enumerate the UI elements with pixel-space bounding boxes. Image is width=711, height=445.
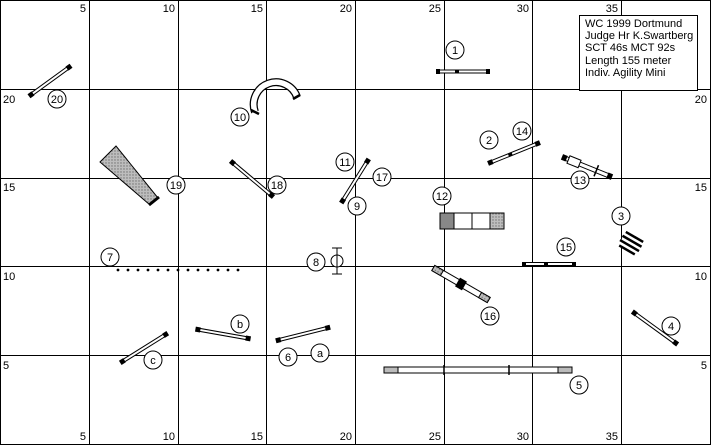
svg-text:7: 7 — [107, 252, 113, 264]
axis-top-label: 30 — [517, 3, 529, 15]
obstacle-b-jump — [194, 326, 252, 342]
marker-11: 11 — [335, 152, 355, 172]
obstacle-2-jump — [487, 140, 541, 166]
svg-text:9: 9 — [354, 201, 360, 213]
obstacle-13-jump — [560, 154, 614, 180]
obstacle-10-tunnel — [249, 78, 301, 116]
axis-right-label: 15 — [695, 182, 707, 194]
marker-c: c — [143, 350, 163, 370]
axis-labels: 5 10 15 20 25 30 35 5 10 15 20 25 30 35 … — [3, 3, 707, 443]
svg-text:15: 15 — [560, 242, 572, 254]
axis-top-label: 15 — [251, 3, 263, 15]
obstacle-c-jump — [118, 331, 170, 365]
axis-right-label: 10 — [695, 271, 707, 283]
info-length: Length 155 meter — [585, 54, 672, 67]
marker-9: 9 — [347, 196, 367, 216]
marker-a: a — [310, 343, 330, 363]
marker-15: 15 — [556, 237, 576, 257]
axis-top-label: 5 — [80, 3, 86, 15]
obstacle-15-jump — [522, 262, 576, 266]
obstacle-5-dogwalk — [383, 365, 573, 375]
marker-4: 4 — [661, 316, 681, 336]
marker-2: 2 — [479, 130, 499, 150]
svg-text:10: 10 — [234, 112, 246, 124]
obstacle-8-table — [330, 247, 344, 275]
obstacle-18-jump — [228, 159, 276, 199]
marker-14: 14 — [512, 121, 532, 141]
svg-text:11: 11 — [339, 157, 350, 169]
marker-13: 13 — [570, 170, 590, 190]
axis-top-label: 20 — [340, 3, 352, 15]
axis-bottom-label: 30 — [517, 431, 529, 443]
svg-text:13: 13 — [574, 175, 586, 187]
marker-19: 19 — [166, 175, 186, 195]
svg-text:2: 2 — [486, 135, 492, 147]
svg-text:16: 16 — [484, 311, 496, 323]
svg-text:b: b — [237, 319, 243, 331]
marker-16: 16 — [480, 306, 500, 326]
marker-7: 7 — [100, 247, 120, 267]
obstacle-9-jump — [339, 157, 371, 205]
svg-text:5: 5 — [576, 380, 582, 392]
svg-text:17: 17 — [376, 172, 388, 184]
svg-text:19: 19 — [170, 180, 182, 192]
obstacle-7-weave — [116, 268, 240, 272]
info-class: Indiv. Agility Mini — [585, 66, 666, 79]
svg-text:c: c — [150, 355, 156, 367]
marker-18: 18 — [267, 175, 287, 195]
svg-text:14: 14 — [516, 126, 528, 138]
obstacle-1-jump — [436, 69, 490, 74]
axis-left-label: 20 — [3, 94, 15, 106]
svg-text:8: 8 — [313, 257, 319, 269]
axis-bottom-label: 5 — [80, 431, 86, 443]
markers: 1 2 3 4 5 6 a 7 8 9 10 11 12 13 14 15 16… — [47, 40, 681, 395]
marker-3: 3 — [611, 206, 631, 226]
obstacle-20-jump — [27, 63, 73, 99]
svg-text:12: 12 — [436, 191, 448, 203]
svg-text:a: a — [317, 348, 324, 360]
marker-17: 17 — [372, 167, 392, 187]
marker-6: 6 — [278, 347, 298, 367]
obstacle-19-chute — [99, 145, 160, 207]
info-event: WC 1999 Dortmund — [585, 18, 683, 30]
axis-bottom-label: 25 — [429, 431, 441, 443]
marker-20: 20 — [47, 89, 67, 109]
svg-text:6: 6 — [285, 352, 291, 364]
axis-bottom-label: 20 — [340, 431, 352, 443]
marker-5: 5 — [569, 375, 589, 395]
obstacle-12-wall — [439, 212, 505, 230]
info-judge: Judge Hr K.Swartberg — [585, 30, 694, 43]
axis-right-label: 5 — [701, 360, 707, 372]
marker-b: b — [230, 314, 250, 334]
axis-bottom-label: 15 — [251, 431, 263, 443]
axis-left-label: 15 — [3, 182, 15, 194]
marker-1: 1 — [445, 40, 465, 60]
svg-text:4: 4 — [668, 321, 674, 333]
obstacle-4-jump — [630, 309, 680, 347]
axis-left-label: 10 — [3, 271, 15, 283]
axis-top-label: 25 — [429, 3, 441, 15]
svg-text:3: 3 — [618, 211, 624, 223]
marker-8: 8 — [306, 252, 326, 272]
axis-left-label: 5 — [3, 360, 9, 372]
axis-right-label: 20 — [695, 94, 707, 106]
axis-top-label: 10 — [163, 3, 175, 15]
svg-text:20: 20 — [51, 94, 63, 106]
axis-bottom-label: 10 — [163, 431, 175, 443]
obstacle-16-seesaw — [431, 264, 491, 304]
obstacle-3-tire — [618, 230, 644, 256]
axis-top-label: 35 — [606, 3, 618, 15]
svg-text:18: 18 — [271, 180, 283, 192]
obstacle-6-jump — [275, 324, 331, 344]
svg-text:1: 1 — [452, 45, 458, 57]
marker-10: 10 — [230, 107, 250, 127]
course-info-box: WC 1999 Dortmund Judge Hr K.Swartberg SC… — [579, 15, 698, 91]
axis-bottom-label: 35 — [606, 431, 618, 443]
marker-12: 12 — [432, 186, 452, 206]
info-times: SCT 46s MCT 92s — [585, 42, 676, 55]
